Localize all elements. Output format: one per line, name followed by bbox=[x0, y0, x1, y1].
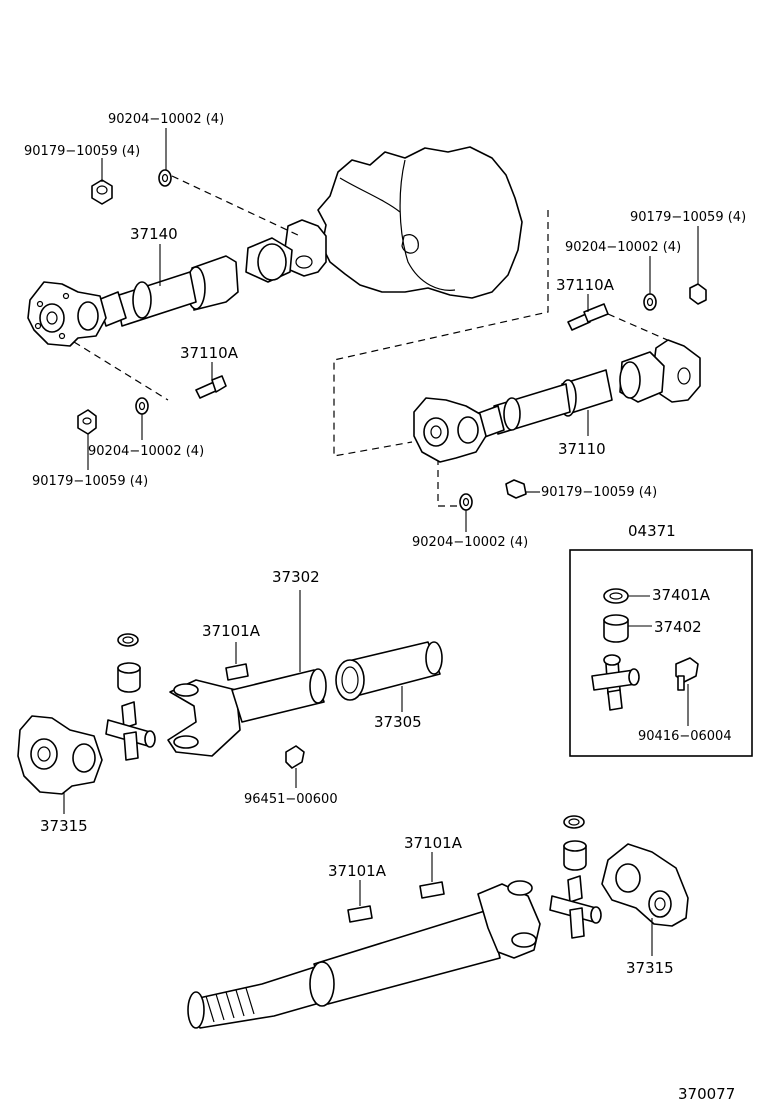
label-37401A: 37401A bbox=[652, 586, 711, 604]
label-37315-left: 37315 bbox=[40, 817, 88, 835]
grease-fitting-90416 bbox=[675, 657, 699, 691]
kit-box-04371 bbox=[569, 549, 753, 757]
alignment-line bbox=[437, 458, 460, 507]
label-90204-right: 90204−10002 (4) bbox=[565, 240, 681, 255]
bearing-cup-37402 bbox=[603, 614, 629, 643]
dust-cover-37305 bbox=[335, 641, 443, 701]
label-90204-bottom: 90204−10002 (4) bbox=[412, 535, 528, 550]
label-90416: 90416−06004 bbox=[638, 729, 732, 744]
washer-90204-left bbox=[135, 397, 149, 415]
propeller-shaft-37110 bbox=[413, 339, 701, 463]
label-90179-right: 90179−10059 (4) bbox=[630, 210, 746, 225]
spider-right bbox=[549, 875, 602, 939]
diagram-reference-number: 370077 bbox=[678, 1085, 735, 1103]
spider-left bbox=[105, 701, 156, 761]
label-37101A-a: 37101A bbox=[202, 622, 261, 640]
nut-90179-left bbox=[77, 409, 97, 435]
label-37110A-right: 37110A bbox=[556, 276, 615, 294]
bearing-cup-left bbox=[117, 662, 141, 693]
label-90179-bottom: 90179−10059 (4) bbox=[541, 485, 657, 500]
washer-90204-top bbox=[158, 169, 172, 187]
washer-90204-right bbox=[643, 293, 657, 311]
label-37101A-b: 37101A bbox=[328, 862, 387, 880]
bearing-cap-37101A-c bbox=[419, 881, 445, 899]
alignment-line bbox=[171, 175, 301, 237]
bolt-37110A-left bbox=[195, 375, 227, 399]
flange-yoke-37315-right bbox=[601, 843, 689, 927]
label-96451: 96451−00600 bbox=[244, 792, 338, 807]
label-04371: 04371 bbox=[628, 522, 676, 540]
bearing-cup-right bbox=[563, 840, 587, 871]
nut-90179-right bbox=[689, 283, 707, 305]
label-37110A-left: 37110A bbox=[180, 344, 239, 362]
snap-ring-37401A bbox=[603, 588, 629, 604]
label-90204-left: 90204−10002 (4) bbox=[88, 444, 204, 459]
sleeve-yoke-37302 bbox=[167, 668, 327, 757]
alignment-line bbox=[607, 313, 673, 343]
flange-yoke-37315-left bbox=[17, 715, 103, 795]
washer-90204-bottom bbox=[459, 493, 473, 511]
snap-ring-left bbox=[117, 633, 139, 647]
label-90179-top-left: 90179−10059 (4) bbox=[24, 144, 140, 159]
label-37140: 37140 bbox=[130, 225, 178, 243]
nut-90179-top-left bbox=[91, 179, 113, 205]
label-90179-left: 90179−10059 (4) bbox=[32, 474, 148, 489]
transfer-case-housing bbox=[317, 146, 523, 299]
nut-90179-bottom bbox=[505, 479, 527, 499]
spider-kit bbox=[591, 654, 640, 711]
propeller-shaft-37140 bbox=[27, 219, 327, 347]
label-37302: 37302 bbox=[272, 568, 320, 586]
bearing-cap-37101A-a bbox=[225, 663, 249, 681]
bearing-cap-37101A-b bbox=[347, 905, 373, 923]
label-37101A-c: 37101A bbox=[404, 834, 463, 852]
label-37110: 37110 bbox=[558, 440, 606, 458]
bolt-37110A-right bbox=[567, 303, 609, 331]
label-37305: 37305 bbox=[374, 713, 422, 731]
label-37402: 37402 bbox=[654, 618, 702, 636]
alignment-line bbox=[73, 341, 169, 401]
grease-fitting-96451 bbox=[285, 745, 305, 769]
snap-ring-right bbox=[563, 815, 585, 829]
slip-shaft-assembly bbox=[187, 880, 541, 1029]
label-90204-top: 90204−10002 (4) bbox=[108, 112, 224, 127]
label-37315-right: 37315 bbox=[626, 959, 674, 977]
